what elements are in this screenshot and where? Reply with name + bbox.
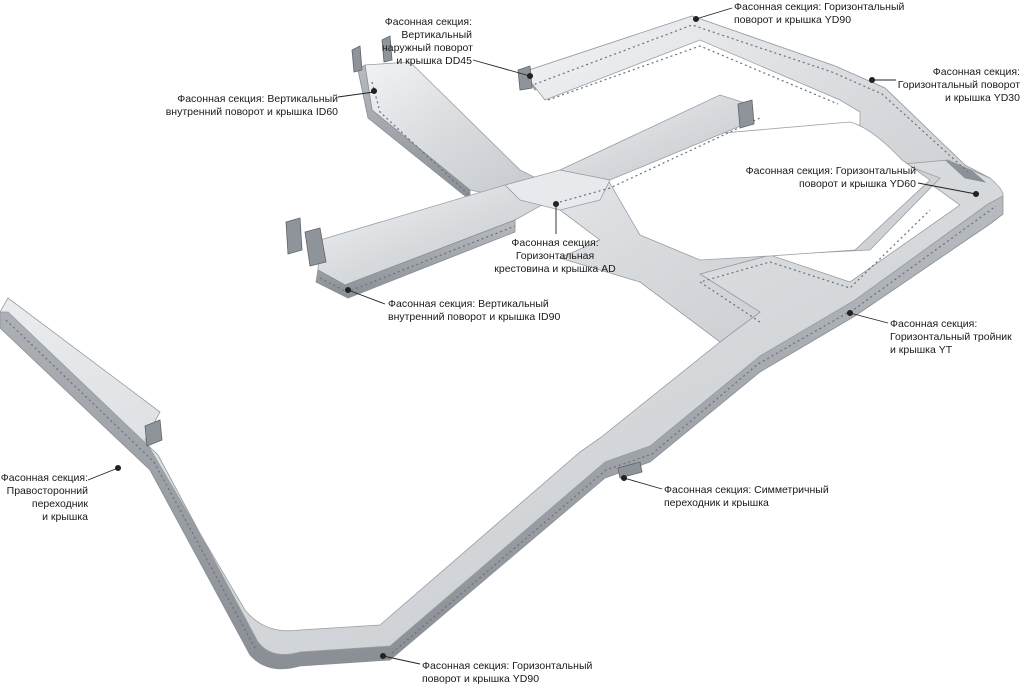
tray-lower-loop-top	[0, 159, 1004, 655]
leader-yd90-bottom	[382, 655, 421, 665]
label-yd30: Фасонная секция: Горизонтальный поворот …	[897, 66, 1020, 104]
leader-yd90-top	[695, 7, 733, 20]
leader-sym-reducer	[623, 477, 663, 490]
leader-id60	[337, 91, 375, 98]
leader-yt	[849, 312, 889, 324]
tray-upper-loop-opening	[607, 121, 931, 261]
leader-lines	[87, 7, 980, 665]
label-dd45: Фасонная секция: Вертикальный наружный п…	[382, 16, 473, 67]
leader-right-reducer	[87, 467, 119, 481]
label-ad: Фасонная секция: Горизонтальная крестови…	[494, 237, 616, 275]
label-sym-reducer: Фасонная секция: Симметричный переходник…	[664, 484, 829, 509]
tray-arm-id90-side	[315, 219, 516, 299]
leader-dd45	[472, 59, 531, 77]
label-id90: Фасонная секция: Вертикальный внутренний…	[388, 298, 561, 323]
tray-brackets	[144, 35, 755, 479]
label-right-reducer: Фасонная секция: Правосторонний переходн…	[0, 472, 88, 523]
label-yd90-bottom: Фасонная секция: Горизонтальный поворот …	[422, 660, 593, 685]
leader-id90	[347, 289, 386, 305]
label-yt: Фасонная секция: Горизонтальный тройник …	[890, 318, 1012, 356]
label-yd90-top: Фасонная секция: Горизонтальный поворот …	[734, 1, 905, 26]
tray-cross-center	[504, 169, 611, 211]
leader-yd60	[917, 182, 977, 195]
label-yd60: Фасонная секция: Горизонтальный поворот …	[745, 165, 916, 190]
label-id60: Фасонная секция: Вертикальный внутренний…	[165, 93, 338, 118]
